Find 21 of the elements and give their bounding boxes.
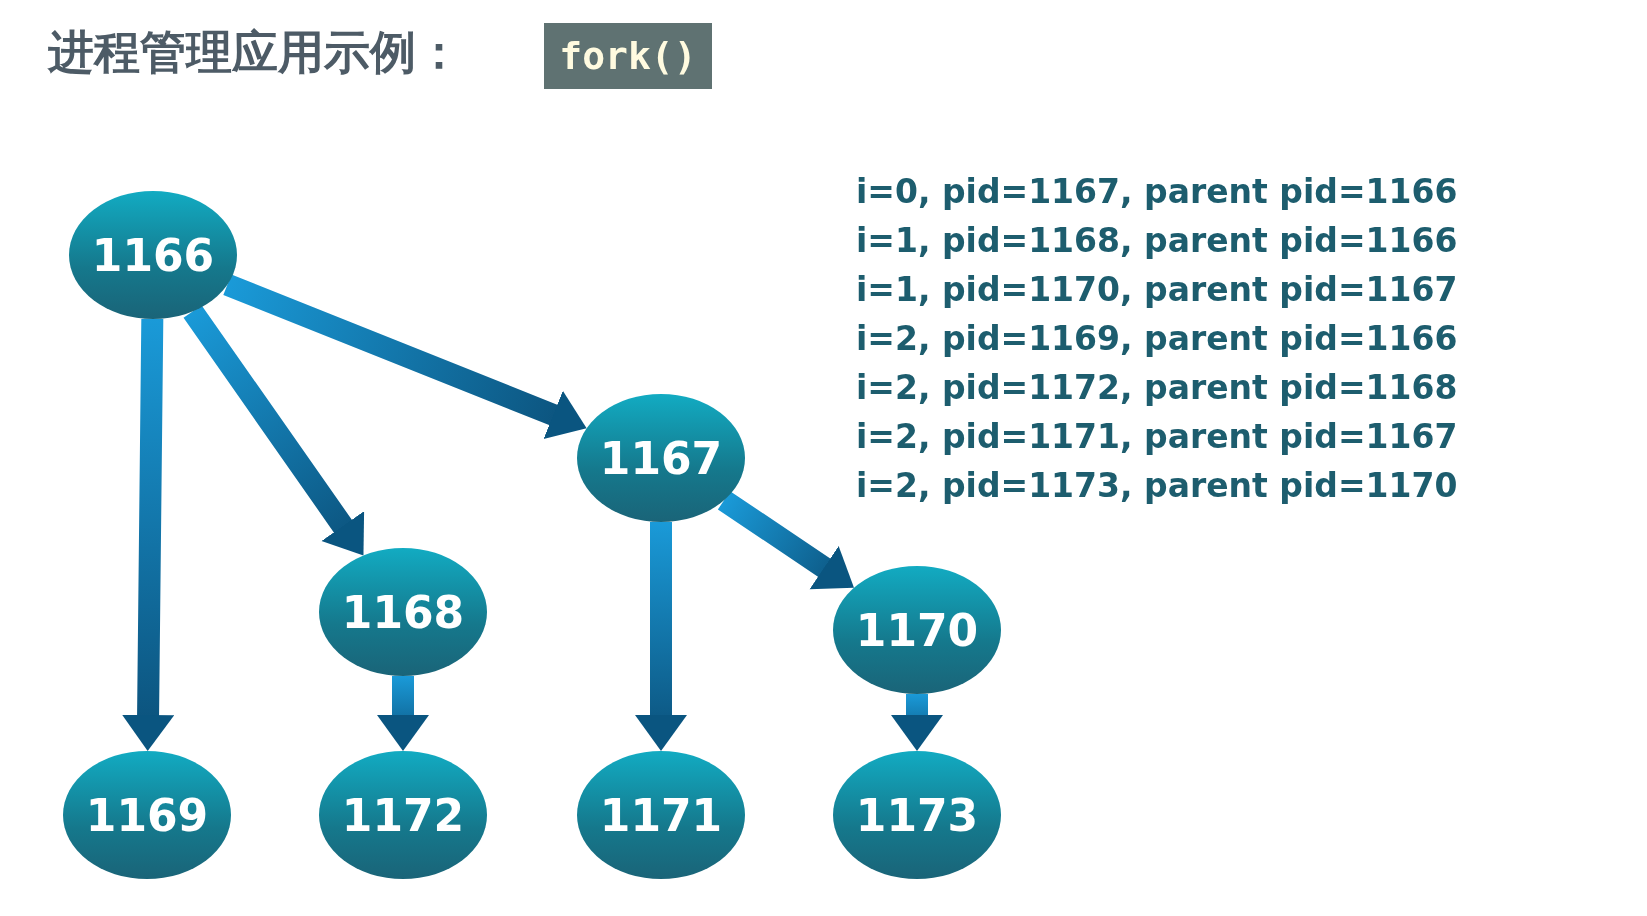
output-line: i=0, pid=1167, parent pid=1166 bbox=[856, 172, 1458, 211]
process-number: 1167 bbox=[599, 432, 723, 484]
output-line: i=2, pid=1169, parent pid=1166 bbox=[856, 319, 1458, 358]
process-number: 1172 bbox=[341, 789, 465, 841]
process-number: 1168 bbox=[341, 586, 465, 638]
arrow bbox=[635, 522, 687, 751]
output-line: i=2, pid=1172, parent pid=1168 bbox=[856, 368, 1458, 407]
output-line: i=1, pid=1168, parent pid=1166 bbox=[856, 221, 1458, 260]
arrow bbox=[891, 694, 943, 751]
process-number: 1169 bbox=[85, 789, 209, 841]
output-line: i=2, pid=1171, parent pid=1167 bbox=[856, 417, 1458, 456]
process-number: 1170 bbox=[855, 604, 979, 656]
arrow bbox=[122, 318, 175, 752]
page-title: 进程管理应用示例： bbox=[48, 24, 462, 81]
code-label: fork() bbox=[544, 23, 712, 89]
arrow bbox=[377, 676, 429, 751]
process-number: 1171 bbox=[599, 789, 723, 841]
process-number: 1173 bbox=[855, 789, 979, 841]
process-number: 1166 bbox=[91, 229, 215, 281]
output-line: i=1, pid=1170, parent pid=1167 bbox=[856, 270, 1458, 309]
output-line: i=2, pid=1173, parent pid=1170 bbox=[856, 466, 1458, 505]
